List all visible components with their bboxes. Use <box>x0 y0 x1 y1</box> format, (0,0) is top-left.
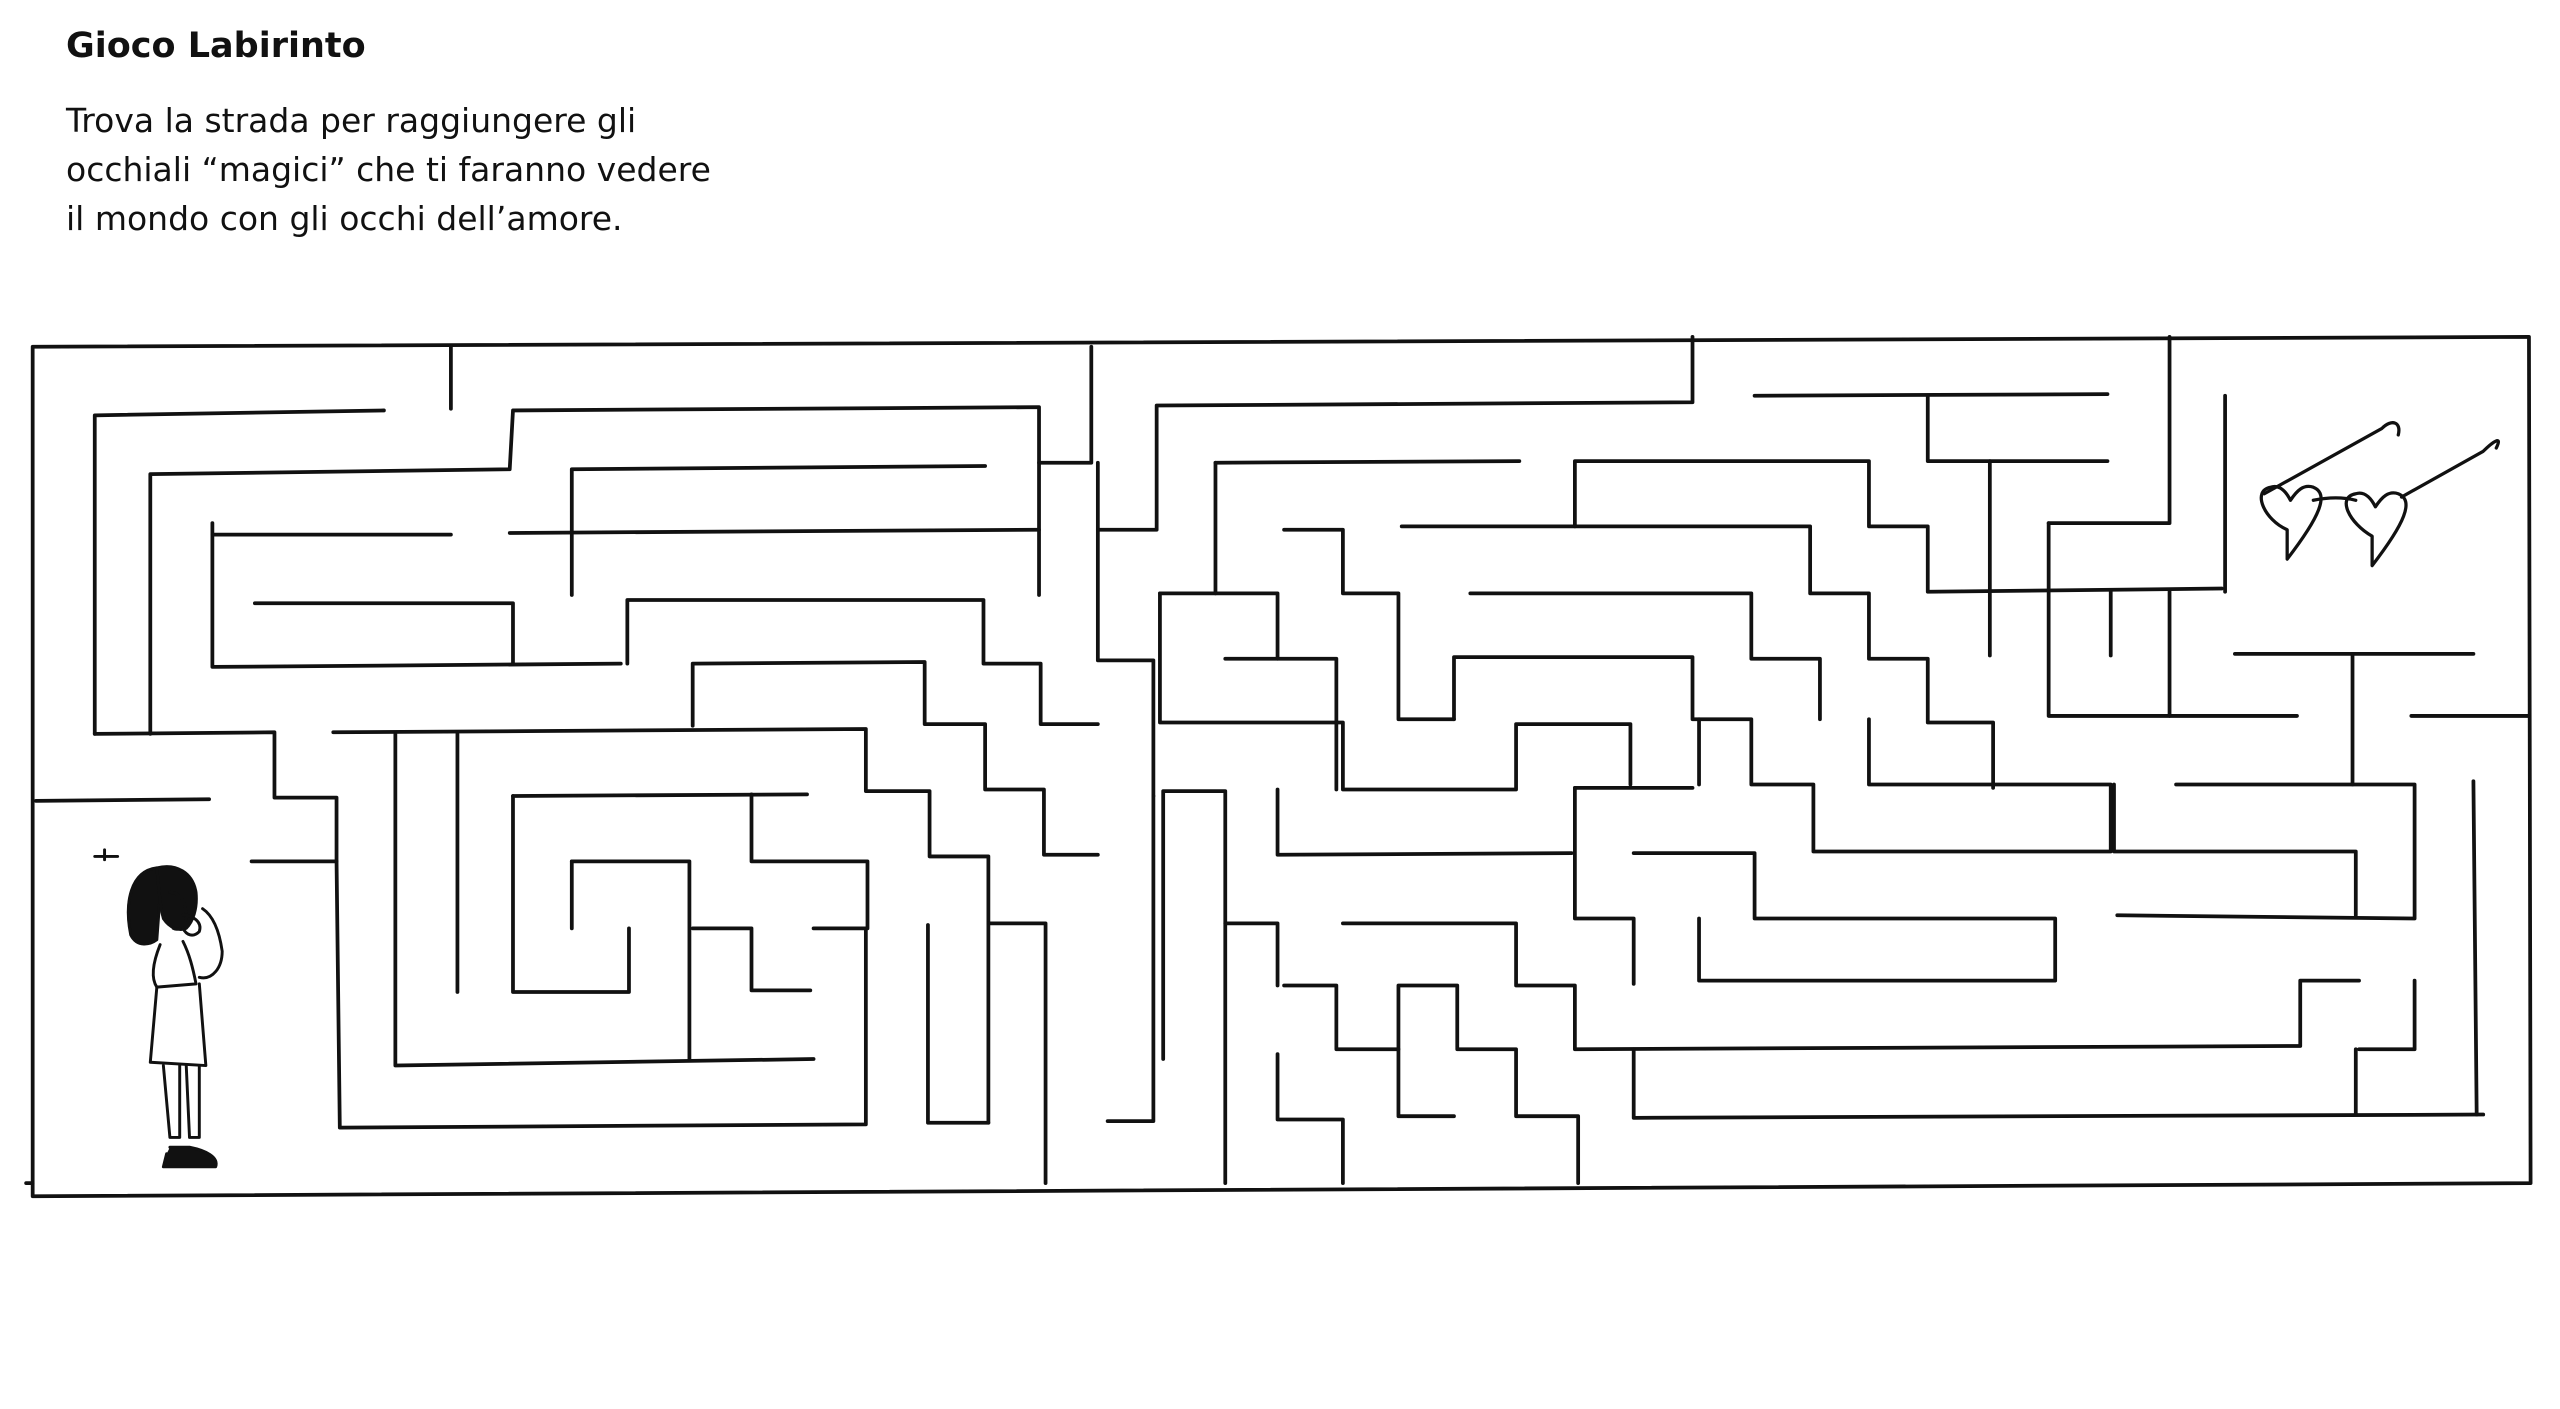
instructions-text: Trova la strada per raggiungere gli occh… <box>66 96 711 243</box>
maze-walls <box>24 335 2533 1199</box>
heart-glasses-icon <box>2259 421 2501 568</box>
instruction-line-2: occhiali “magici” che ti faranno vedere <box>66 150 711 189</box>
instruction-line-3: il mondo con gli occhi dell’amore. <box>66 199 623 238</box>
girl-figure <box>93 848 224 1169</box>
page-title: Gioco Labirinto <box>66 26 366 66</box>
instruction-line-1: Trova la strada per raggiungere gli <box>66 101 637 140</box>
